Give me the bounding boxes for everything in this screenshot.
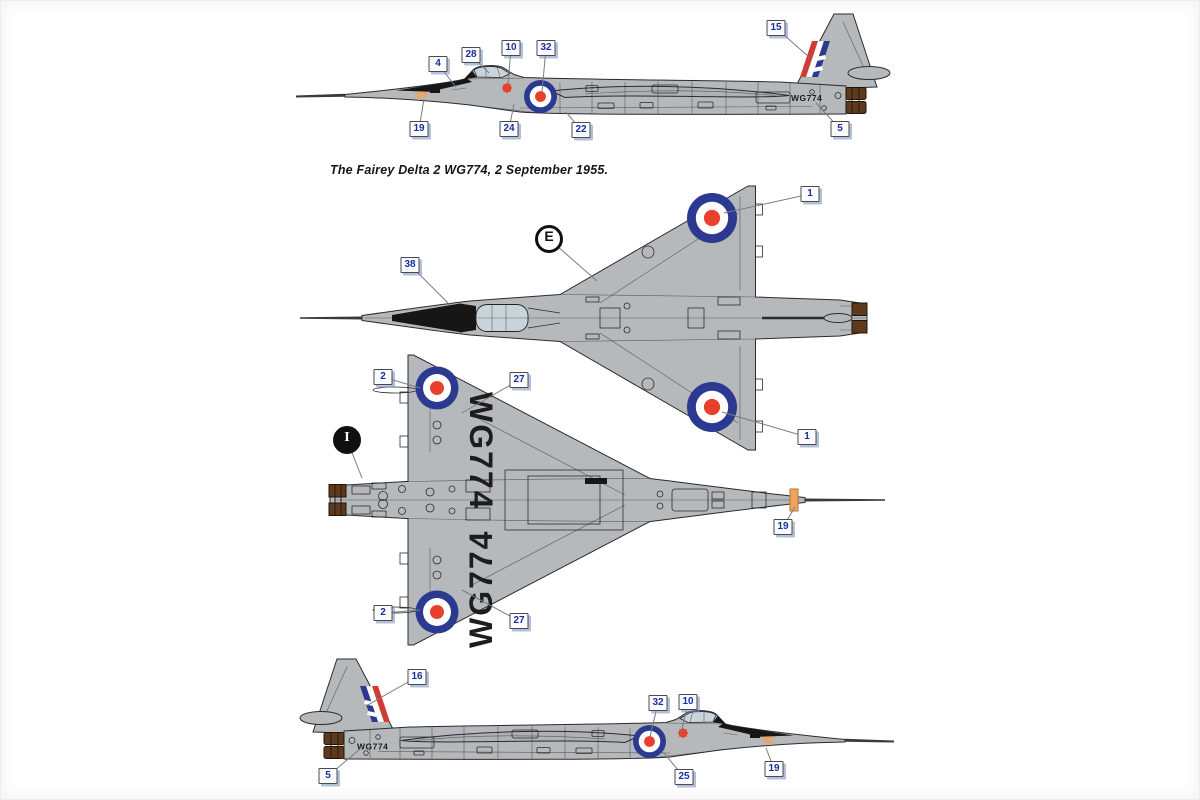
serial-number: WG774 <box>357 742 388 752</box>
orange-nose-band <box>789 488 799 512</box>
underwing-serial: WG774 <box>463 530 499 648</box>
view-side-profile-lower: WG774 <box>298 657 896 761</box>
caption: The Fairey Delta 2 WG774, 2 September 19… <box>330 163 609 177</box>
underwing-serial: WG774 <box>463 392 499 510</box>
view-plan-lower: WG774 WG774 <box>328 354 885 648</box>
underwing-roundel <box>415 590 459 634</box>
view-side-profile-upper: WG774 <box>294 12 892 116</box>
nose-probe <box>300 316 362 320</box>
tail-top <box>762 302 868 334</box>
upper-wing-roundel <box>687 382 737 432</box>
nose-probe <box>805 498 885 502</box>
wing-panel-lines <box>585 196 763 440</box>
underside-details <box>351 469 767 531</box>
view-plan-upper <box>300 185 868 451</box>
serial-number: WG774 <box>791 93 822 103</box>
underwing-roundel <box>415 366 459 410</box>
anti-glare-panel <box>392 303 462 333</box>
upper-wing-roundel <box>687 193 737 243</box>
jet-exhaust <box>328 484 347 516</box>
windscreen <box>460 303 476 333</box>
